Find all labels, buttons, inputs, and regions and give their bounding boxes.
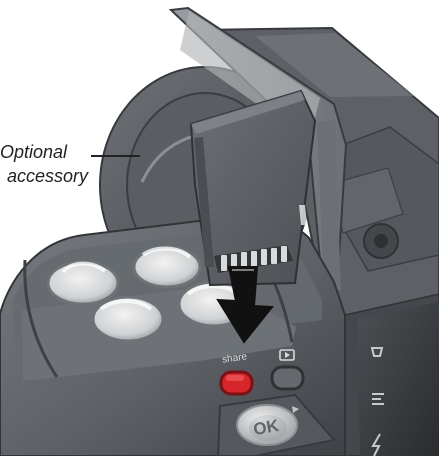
- camera-side-icons: [370, 347, 384, 456]
- optional-accessory-label: Optional accessory: [0, 140, 126, 188]
- trash-icon: [370, 347, 384, 357]
- battery-cell: [46, 260, 120, 306]
- share-button: [219, 370, 254, 396]
- review-icon: [279, 349, 295, 361]
- ok-button-label: OK: [252, 416, 281, 439]
- battery-cell: [91, 295, 165, 343]
- review-button: [270, 349, 305, 391]
- callout-leader-line: [91, 155, 140, 157]
- menu-icon: [372, 393, 384, 405]
- memory-card: [189, 89, 317, 287]
- flash-icon: [371, 433, 381, 456]
- ok-button-control: OK: [216, 393, 336, 456]
- callout-line-2: accessory: [7, 166, 89, 186]
- down-arrow-icon: [216, 266, 274, 344]
- callout-line-1: Optional: [0, 142, 68, 162]
- share-button-label: share: [222, 351, 249, 365]
- lcd-screen: [357, 302, 439, 456]
